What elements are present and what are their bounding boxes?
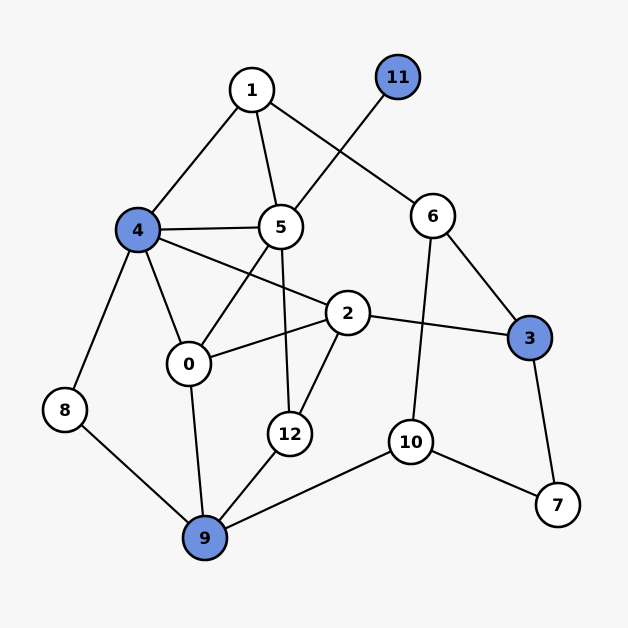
graph-node-circle-10[interactable] [387, 418, 435, 466]
graph-node-3[interactable]: 3 [506, 314, 554, 362]
graph-node-2[interactable]: 2 [324, 289, 372, 337]
graph-node-circle-0[interactable] [165, 340, 213, 388]
graph-edge-10-7 [409, 440, 560, 507]
graph-node-circle-9[interactable] [181, 514, 229, 562]
graph-node-8[interactable]: 8 [41, 386, 89, 434]
graph-edge-4-0 [136, 228, 191, 366]
graph-node-9[interactable]: 9 [181, 514, 229, 562]
graph-node-circle-7[interactable] [534, 481, 582, 529]
graph-node-11[interactable]: 11 [374, 53, 422, 101]
graph-node-4[interactable]: 4 [114, 206, 162, 254]
graph-node-circle-8[interactable] [41, 386, 89, 434]
graph-node-10[interactable]: 10 [387, 418, 435, 466]
graph-node-1[interactable]: 1 [228, 66, 276, 114]
graph-edge-0-9 [187, 362, 207, 540]
graph-node-circle-11[interactable] [374, 53, 422, 101]
graph-node-circle-2[interactable] [324, 289, 372, 337]
graph-edge-1-4 [136, 88, 254, 232]
graph-edge-4-2 [136, 228, 350, 315]
graph-edge-5-12 [279, 225, 292, 436]
graph-edge-6-3 [431, 214, 532, 340]
graph-node-circle-6[interactable] [409, 192, 457, 240]
graph-node-7[interactable]: 7 [534, 481, 582, 529]
graph-node-6[interactable]: 6 [409, 192, 457, 240]
graph-node-circle-1[interactable] [228, 66, 276, 114]
graph-edge-5-11 [279, 75, 400, 229]
graph-node-12[interactable]: 12 [266, 410, 314, 458]
graph-edge-4-8 [63, 228, 140, 412]
graph-node-circle-12[interactable] [266, 410, 314, 458]
graph-node-circle-5[interactable] [257, 203, 305, 251]
graph-edge-5-0 [187, 225, 283, 366]
edge-layer [63, 75, 560, 540]
graph-node-5[interactable]: 5 [257, 203, 305, 251]
graph-edge-0-2 [187, 311, 350, 366]
graph-edge-2-3 [346, 311, 532, 340]
graph-edge-1-6 [250, 88, 435, 218]
graph-edge-9-10 [203, 440, 413, 540]
graph-edge-1-5 [250, 88, 283, 229]
graph-node-0[interactable]: 0 [165, 340, 213, 388]
graph-node-circle-3[interactable] [506, 314, 554, 362]
graph-edge-3-7 [528, 336, 560, 507]
graph-edge-6-10 [409, 214, 435, 444]
graph-node-circle-4[interactable] [114, 206, 162, 254]
graph-edge-4-5 [136, 225, 283, 232]
graph-edge-8-9 [63, 408, 207, 540]
